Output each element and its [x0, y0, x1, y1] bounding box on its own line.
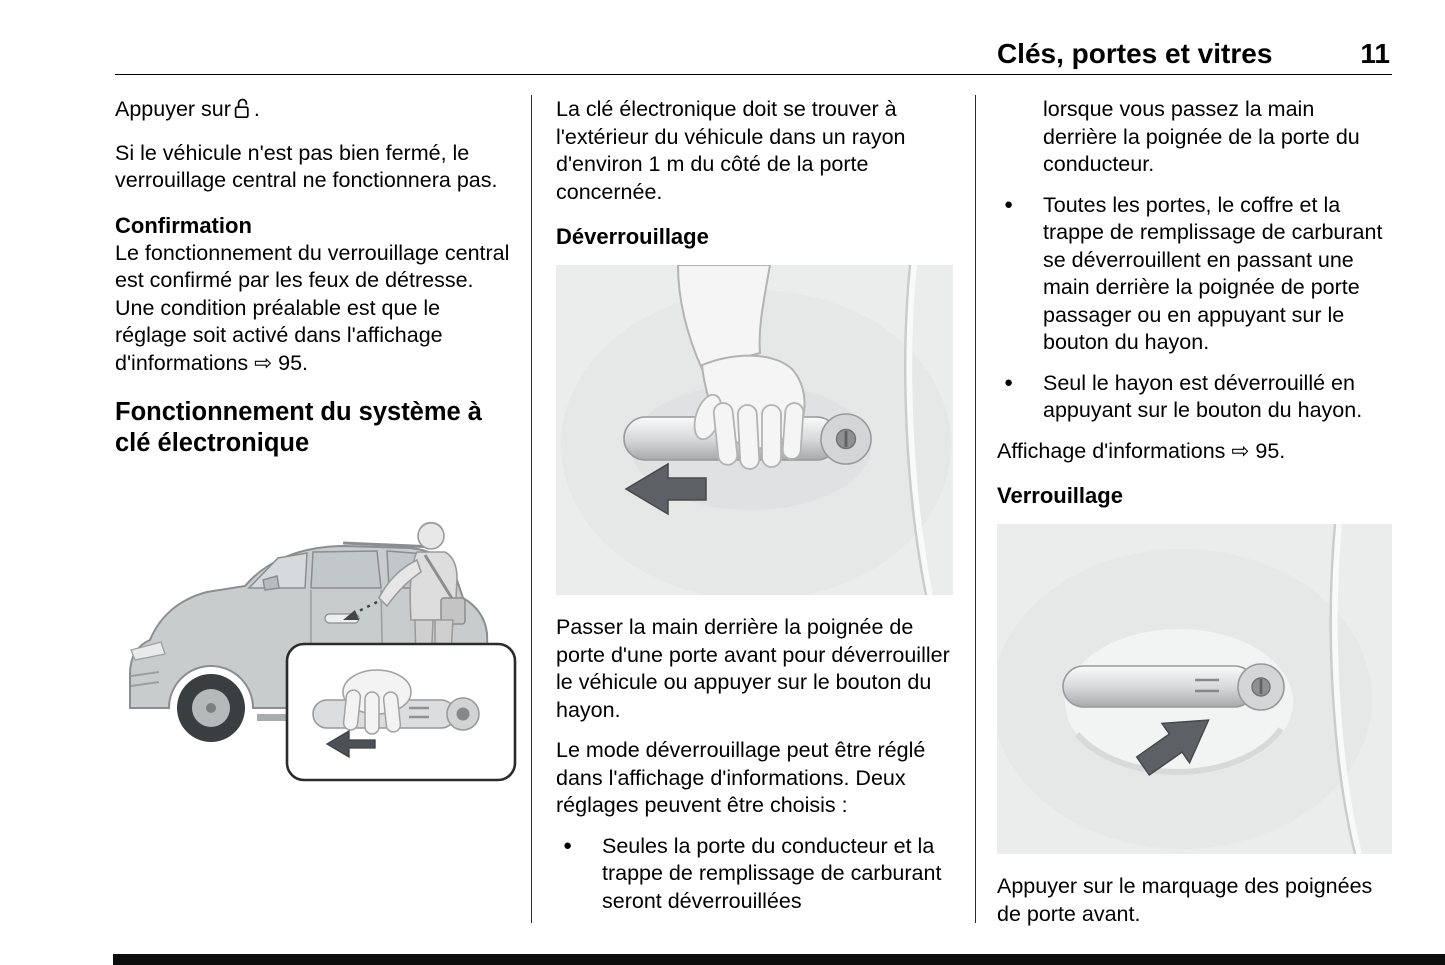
column-1: Appuyer sur. Si le véhicule n'est pas bi…: [115, 96, 517, 803]
page-bottom-edge: [113, 954, 1445, 965]
list-item-text: Toutes les portes, le coffre et la trapp…: [1043, 192, 1383, 355]
heading-unlocking: Déverrouillage: [556, 224, 709, 250]
para-bullet-continuation: lorsque vous passez la main derrière la …: [1043, 97, 1360, 177]
list-item: Seules la porte du conducteur et la trap…: [556, 833, 953, 916]
list-item: Toutes les portes, le coffre et la trapp…: [997, 192, 1392, 357]
para-warning: Si le véhicule n'est pas bien fermé, le …: [115, 140, 498, 193]
para-press-unlock: Appuyer sur.: [115, 96, 517, 127]
heading-confirmation: Confirmation: [115, 212, 252, 238]
para-info-display-reference: Affichage d'informations ⇨ 95.: [997, 438, 1286, 463]
para-unlock-mode: Le mode déverrouillage peut être réglé d…: [556, 738, 926, 818]
page-number: 11: [1360, 38, 1390, 69]
heading-keyless-system: Fonctionnement du système à clé électron…: [115, 398, 482, 457]
column-2: La clé électronique doit se trouver à l'…: [556, 96, 953, 928]
unlock-icon: [234, 98, 251, 127]
para-unlock-instruction: Passer la main derrière la poignée de po…: [556, 615, 950, 722]
handle-inset: [285, 643, 517, 782]
header-rule: [115, 74, 1392, 75]
para-press-unlock-text: Appuyer sur: [115, 97, 231, 121]
car-keyless-illustration: [115, 468, 517, 789]
heading-locking: Verrouillage: [997, 483, 1123, 509]
chapter-title: Clés, portes et vitres: [996, 38, 1273, 69]
column-3: lorsque vous passez la main derrière la …: [992, 96, 1392, 941]
page-header: Clés, portes et vitres 11: [997, 38, 1390, 70]
para-confirmation: Le fonctionnement du verrouillage centra…: [115, 240, 510, 375]
door-handle-pull-illustration: [556, 264, 953, 601]
para-lock-instruction: Appuyer sur le marquage des poignées de …: [997, 874, 1373, 926]
unlock-options-list: Seules la porte du conducteur et la trap…: [556, 833, 953, 916]
list-item: Seul le hayon est déverrouillé en appuya…: [997, 370, 1392, 425]
door-handle-lock-illustration: [992, 524, 1392, 859]
unlock-options-list-continued: Toutes les portes, le coffre et la trapp…: [997, 192, 1392, 425]
list-item-text: Seules la porte du conducteur et la trap…: [602, 833, 942, 913]
column-separator: [975, 95, 976, 923]
para-key-range: La clé électronique doit se trouver à l'…: [556, 97, 906, 204]
column-separator: [531, 95, 532, 923]
para-press-unlock-suffix: .: [253, 97, 260, 121]
list-item-text: Seul le hayon est déverrouillé en appuya…: [1043, 370, 1363, 423]
